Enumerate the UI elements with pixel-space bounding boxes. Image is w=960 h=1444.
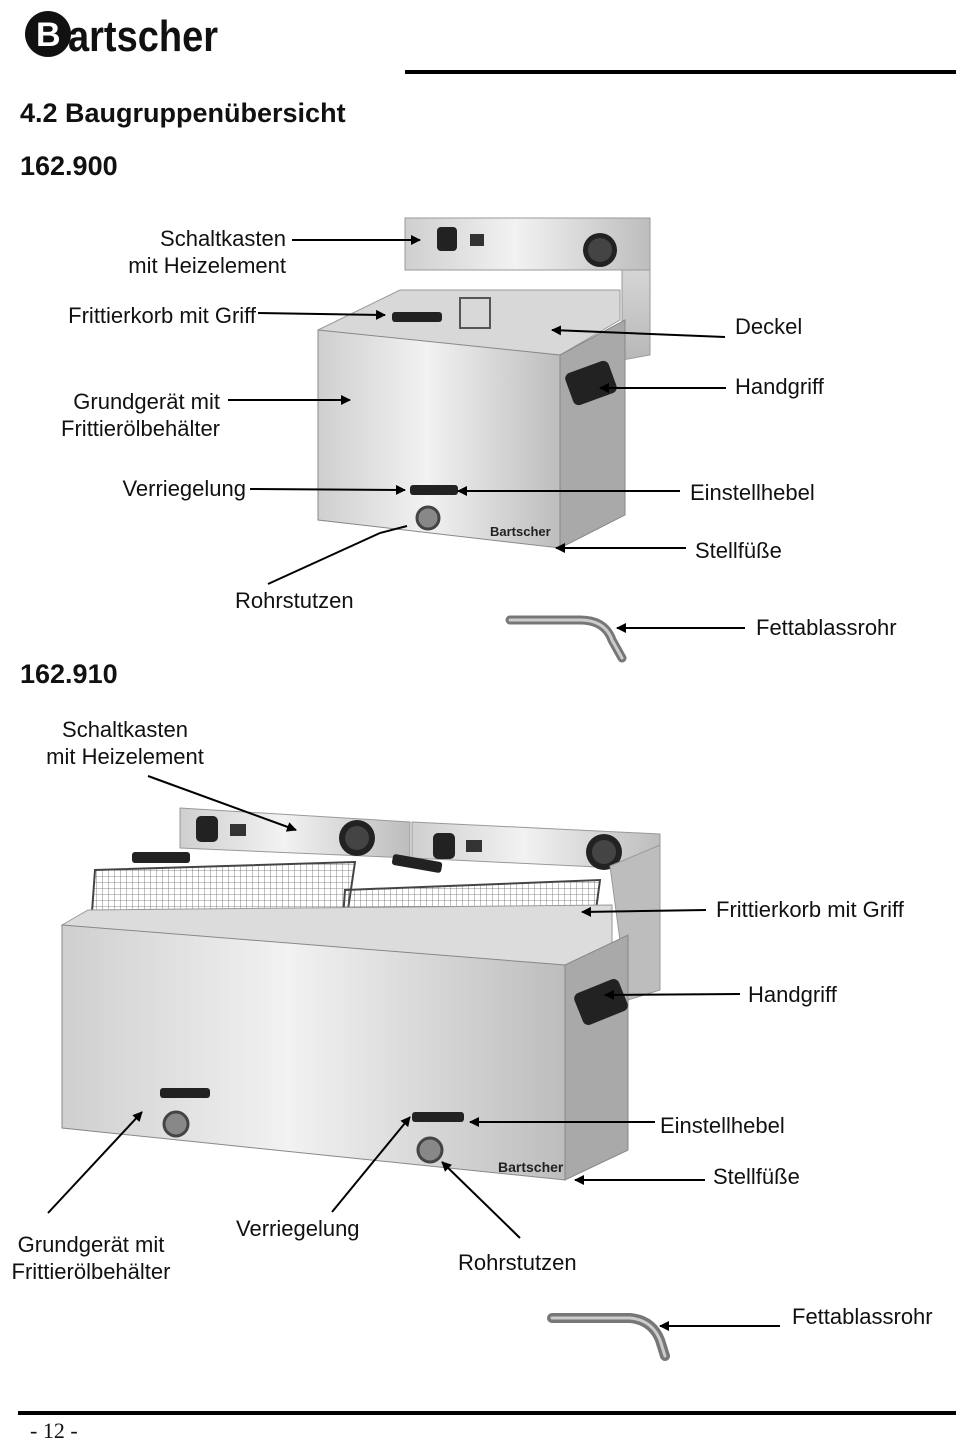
label-a-deckel: Deckel	[735, 314, 803, 339]
svg-text:artscher: artscher	[68, 12, 218, 61]
label-a-handgriff: Handgriff	[735, 374, 824, 399]
label-b-rohrstutzen: Rohrstutzen	[458, 1250, 577, 1275]
label-b-fettablassrohr: Fettablassrohr	[792, 1304, 933, 1329]
svg-text:Bartscher: Bartscher	[490, 524, 551, 539]
label-b-grundgeraet: Grundgerät mit Frittierölbehälter	[11, 1232, 171, 1284]
label-b-einstellhebel: Einstellhebel	[660, 1113, 785, 1138]
svg-text:Bartscher: Bartscher	[498, 1159, 564, 1175]
svg-text:B: B	[36, 16, 61, 54]
fryer-single-image: Bartscher	[317, 217, 651, 549]
footer-rule	[18, 1411, 956, 1415]
section-title: 4.2 Baugruppenübersicht	[20, 98, 346, 128]
label-a-schaltkasten: Schaltkasten mit Heizelement	[128, 226, 286, 278]
label-a-einstellhebel: Einstellhebel	[690, 480, 815, 505]
model-b-id: 162.910	[20, 659, 118, 689]
model-a-id: 162.900	[20, 151, 118, 181]
fryer-double-image: Bartscher	[60, 807, 661, 1181]
label-b-handgriff: Handgriff	[748, 982, 837, 1007]
label-b-verriegelung: Verriegelung	[236, 1216, 360, 1241]
bartscher-logo: B artscher	[25, 11, 218, 61]
label-a-fettablassrohr: Fettablassrohr	[756, 615, 897, 640]
header-rule	[405, 70, 956, 74]
label-b-stellfuesse: Stellfüße	[713, 1164, 800, 1189]
page-number: - 12 -	[30, 1418, 78, 1443]
label-b-frittierkorb: Frittierkorb mit Griff	[716, 897, 904, 922]
label-a-stellfuesse: Stellfüße	[695, 538, 782, 563]
label-b-schaltkasten: Schaltkasten mit Heizelement	[46, 717, 204, 769]
label-a-rohrstutzen: Rohrstutzen	[235, 588, 354, 613]
label-a-frittierkorb: Frittierkorb mit Griff	[68, 303, 256, 328]
label-a-grundgeraet: Grundgerät mit Frittierölbehälter	[61, 389, 220, 441]
label-a-verriegelung: Verriegelung	[122, 476, 246, 501]
